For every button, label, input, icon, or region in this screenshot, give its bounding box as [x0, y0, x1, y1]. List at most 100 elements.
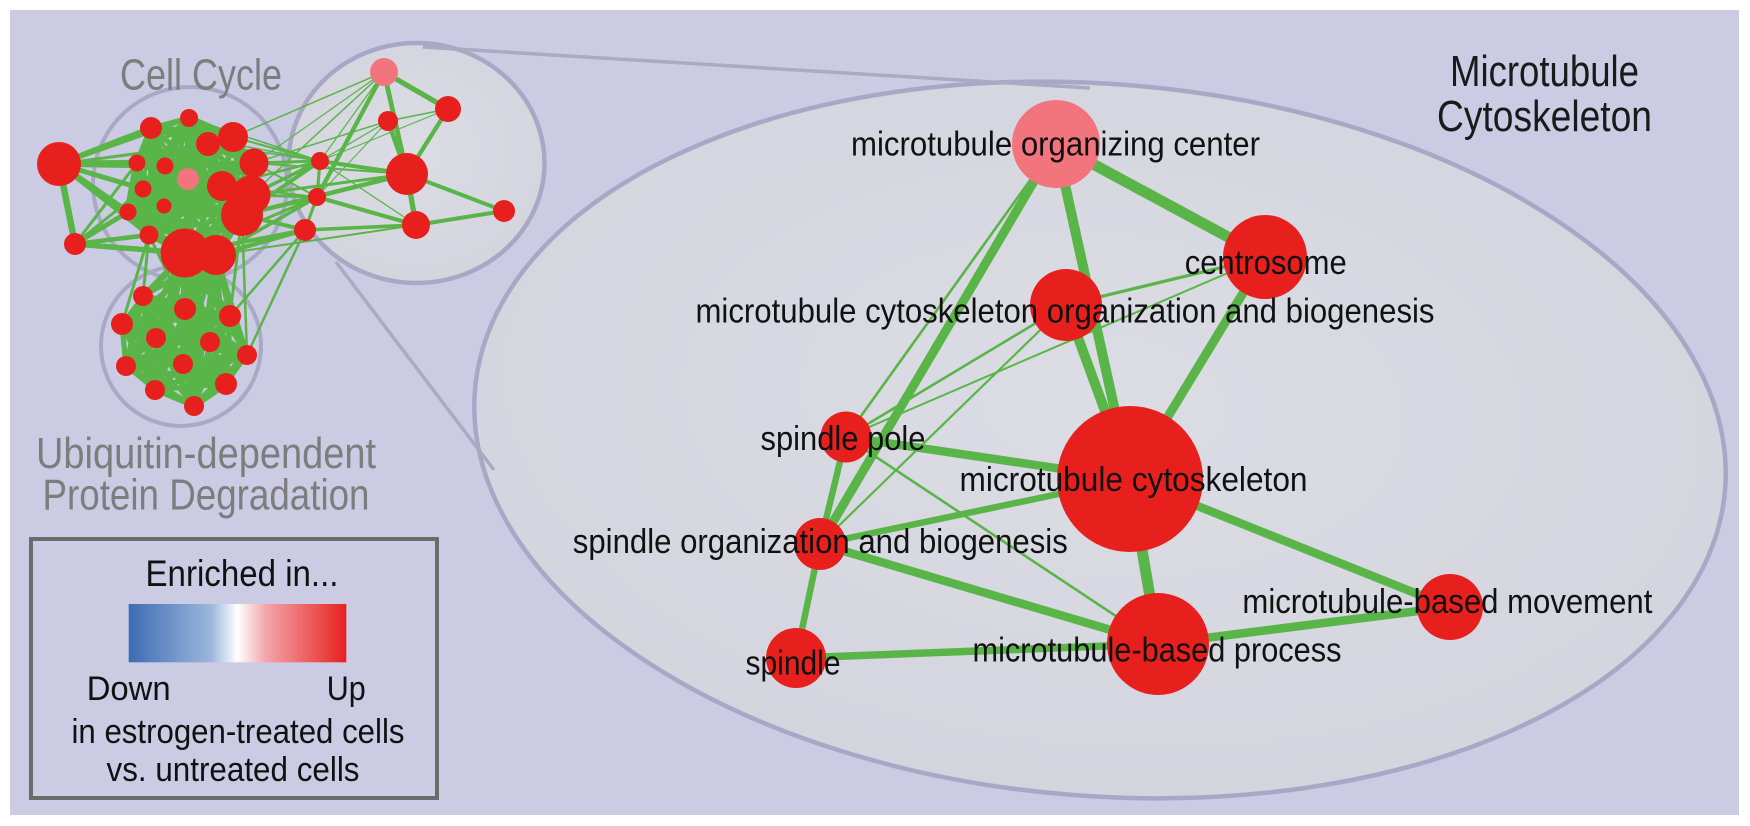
node-u11 — [145, 380, 165, 400]
node-c2 — [140, 117, 162, 139]
node-c5 — [218, 122, 248, 152]
legend-caption-line1: in estrogen-treated cells — [72, 713, 405, 751]
edge-m_sp-m_mbp — [319, 160, 417, 226]
legend-box — [29, 537, 439, 800]
edge-c16-u1 — [141, 233, 151, 298]
edge-mcob-sp — [844, 303, 1068, 439]
node-u6 — [200, 332, 220, 352]
edge-c16-u4 — [120, 233, 151, 326]
node-c12 — [134, 180, 152, 198]
node-m_mbp — [402, 211, 430, 239]
cluster-heading-ubiquitin-line2: Protein Degradation — [43, 471, 370, 520]
network-nodes — [37, 58, 1483, 695]
node-m_cen — [435, 96, 461, 122]
zoom-callout-line — [422, 45, 1091, 90]
legend-caption-line2: vs. untreated cells — [107, 751, 360, 789]
node-c16 — [139, 225, 159, 245]
node-u1 — [133, 286, 153, 306]
node-u8 — [116, 356, 136, 376]
edge-m_spn-u7 — [245, 228, 307, 357]
node-c1 — [37, 142, 81, 186]
node-label-so: spindle organization and biogenesis — [573, 523, 1068, 561]
edge-m_so-m_mbp — [314, 194, 419, 228]
node-label-mbm: microtubule-based movement — [1242, 583, 1652, 621]
edge-c3-m_sp — [188, 117, 321, 162]
node-c8 — [156, 157, 174, 175]
edge-sp-mbp — [844, 435, 1160, 646]
node-label-mct: microtubule cytoskeleton — [960, 461, 1308, 499]
node-c4 — [196, 132, 220, 156]
node-m_mcob — [378, 111, 398, 131]
node-c10 — [207, 171, 237, 201]
node-c3 — [180, 109, 198, 127]
node-mct — [1057, 406, 1203, 552]
zoom-title-line1: Microtubule — [1450, 47, 1639, 96]
node-m_sp — [311, 152, 329, 170]
node-u2 — [174, 298, 196, 320]
network-graph: microtubule organizing centercentrosomem… — [37, 40, 1728, 801]
legend-down-label: Down — [87, 670, 171, 708]
edge-c5-m_moc — [232, 71, 385, 138]
edge-c16-u2 — [147, 233, 187, 311]
node-label-spn: spindle — [746, 644, 841, 682]
zoom-title-line2: Cytoskeleton — [1437, 92, 1652, 141]
legend: Enriched in... Down Up in estrogen-treat… — [29, 537, 439, 800]
node-c14 — [156, 198, 172, 214]
edge-moc-sp — [844, 142, 1058, 439]
node-mbp — [1107, 593, 1209, 695]
node-m_mbm — [493, 200, 515, 222]
node-c6 — [239, 148, 269, 178]
node-label-mbp: microtubule-based process — [973, 632, 1342, 670]
edge-c6-m_mcob — [253, 120, 389, 164]
zoom-callout-lines — [334, 45, 1091, 472]
edge-m_mcob-m_so — [316, 120, 389, 198]
node-c18 — [160, 228, 210, 278]
node-labels: microtubule organizing centercentrosomem… — [573, 126, 1653, 683]
edge-u8-u10 — [122, 362, 230, 388]
edge-m_spn-u3 — [228, 228, 307, 318]
edge-c17-c12 — [73, 187, 145, 246]
node-label-mcob: microtubule cytoskeleton organization an… — [696, 292, 1435, 330]
node-m_so — [308, 188, 326, 206]
node-so — [794, 518, 846, 570]
edge-c19-u12 — [191, 252, 219, 409]
node-m_mct — [386, 153, 428, 195]
node-c15 — [221, 194, 263, 236]
edge-m_sp-m_cen — [319, 108, 449, 162]
cluster-heading-cell-cycle: Cell Cycle — [120, 51, 282, 100]
edge-c19-m_mbp — [215, 224, 417, 256]
node-mbm — [1417, 574, 1483, 640]
node-u9 — [173, 354, 193, 374]
edge-c1-c4 — [57, 142, 210, 166]
node-spn — [766, 628, 826, 688]
legend-gradient-bar — [128, 604, 347, 663]
edge-m_mcob-m_sp — [319, 120, 389, 162]
edge-moc-so — [815, 139, 1061, 549]
node-c13 — [119, 203, 137, 221]
legend-title: Enriched in... — [146, 553, 339, 594]
node-sp — [820, 411, 872, 463]
legend-up-label: Up — [327, 670, 366, 708]
node-c7 — [128, 154, 146, 172]
edge-m_mbp-m_mbm — [413, 208, 507, 228]
node-mcob — [1030, 269, 1102, 341]
edge-so-mbp — [815, 539, 1163, 649]
zoom-callout-line — [334, 260, 496, 472]
edge-spn-mbp — [792, 640, 1162, 662]
edge-m_moc-m_so — [314, 69, 387, 200]
edge-c19-u11 — [152, 252, 219, 393]
edge-mcob-so — [818, 303, 1068, 546]
node-c9 — [177, 168, 199, 190]
node-u10 — [215, 373, 237, 395]
edge-m_spn-m_mbp — [303, 223, 418, 232]
edge-c11-m_moc — [250, 71, 385, 196]
edge-sp-cen — [845, 256, 1266, 438]
node-u12 — [184, 396, 204, 416]
node-m_spn — [294, 219, 316, 241]
edge-c18-u12 — [181, 249, 198, 410]
node-u5 — [146, 328, 166, 348]
node-c17 — [64, 233, 86, 255]
edge-c17-c7 — [73, 161, 139, 246]
node-u4 — [111, 313, 133, 335]
